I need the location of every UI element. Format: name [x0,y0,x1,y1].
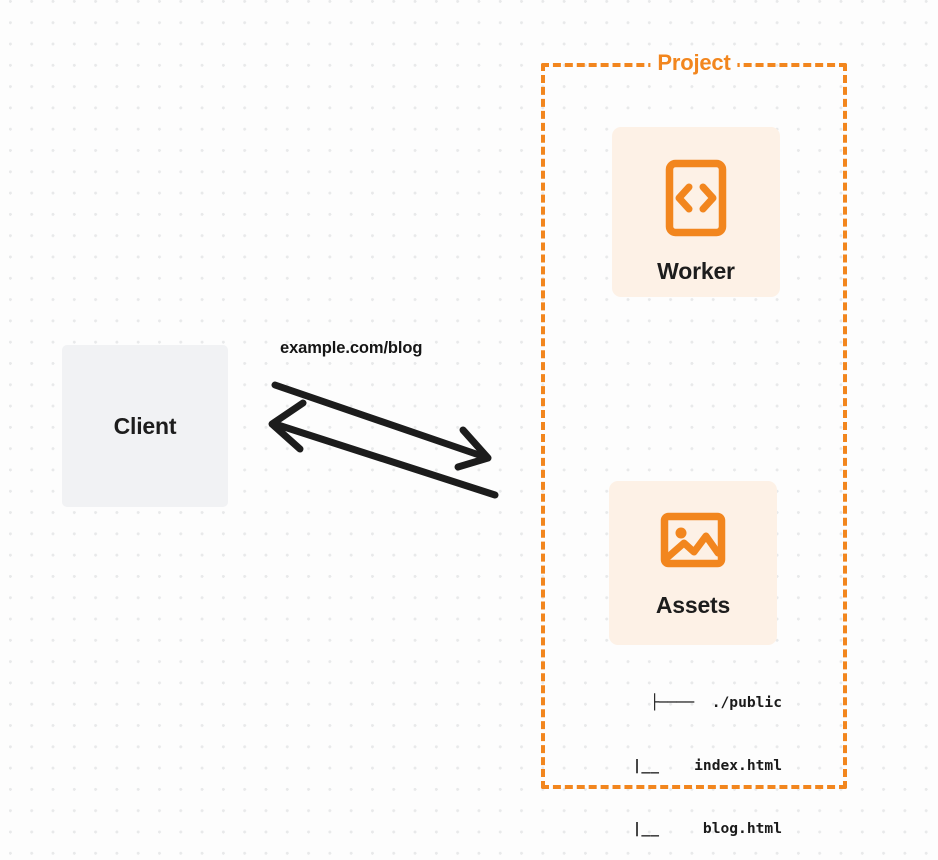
file-tree-line: ├──── ./public [650,694,782,711]
worker-card[interactable]: Worker [612,127,780,297]
code-file-icon [665,159,727,242]
connection-url-label: example.com/blog [280,339,423,357]
arrow-left-icon [268,399,499,499]
project-group-title: Project [650,50,738,76]
arrow-right-icon [271,381,492,471]
assets-card[interactable]: Assets [609,481,777,645]
assets-card-label: Assets [655,592,731,618]
worker-card-label: Worker [657,258,735,284]
client-node[interactable]: Client [62,345,228,507]
connection-arrows [250,360,520,520]
project-group-boundary: Project [541,50,847,789]
file-tree-line: |__ blog.html [606,820,782,837]
image-icon [660,509,726,576]
client-label: Client [113,412,177,439]
assets-file-tree: ├──── ./public |__ index.html |__ blog.h… [560,650,782,860]
file-tree-line: |__ index.html [606,757,782,774]
